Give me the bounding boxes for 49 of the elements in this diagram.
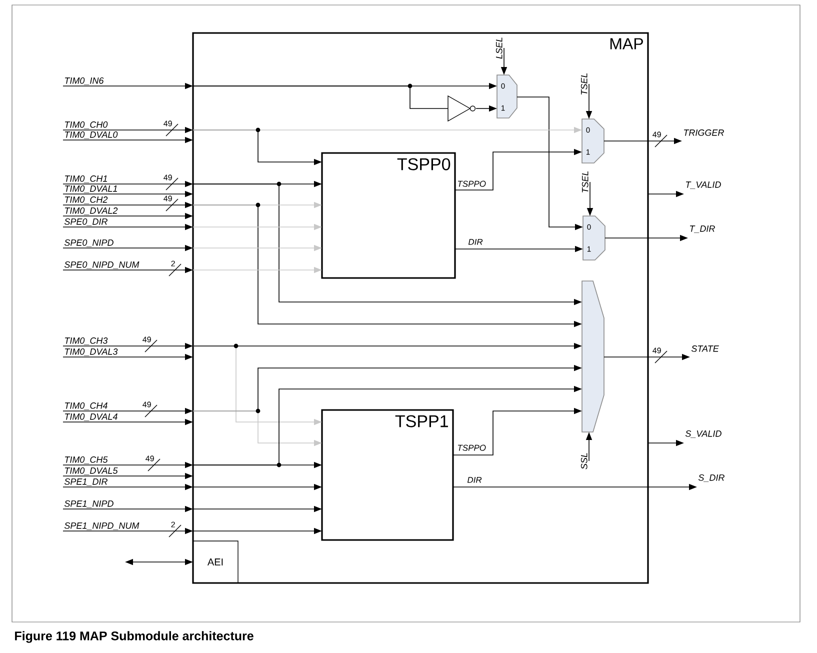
- select-label: TSEL: [582, 171, 588, 192]
- bus-width-label: 49: [652, 132, 661, 138]
- interface-box: AEI: [192, 540, 238, 584]
- signal-label: SPE1_NIPD: [64, 500, 114, 508]
- select-label: SSL: [580, 453, 588, 470]
- signal-label: SPE0_DIR: [64, 218, 108, 226]
- processing-block: TSPP0: [321, 152, 456, 279]
- bus-width-label: 49: [652, 348, 661, 354]
- signal-label: TIM0_CH2: [65, 196, 108, 204]
- edge-label: TSPPO: [456, 444, 488, 452]
- signal-label: TIM0_CH5: [65, 456, 108, 464]
- signal-label: SPE1_DIR: [64, 478, 108, 486]
- connector: [192, 86, 448, 109]
- bus-width-label: 49: [164, 120, 172, 126]
- bus-width-label: 49: [146, 456, 154, 462]
- signal-label: TIM0_CH3: [65, 337, 108, 345]
- bus-width-label: 49: [142, 402, 151, 408]
- signal-label: T_DIR: [690, 226, 715, 233]
- select-label: LSEL: [496, 38, 502, 59]
- edge-label: DIR: [467, 238, 484, 246]
- bus-width-label: 49: [164, 196, 172, 202]
- bus-width-label: 2: [171, 260, 175, 266]
- select-label: TSEL: [580, 73, 588, 94]
- edge-label: DIR: [466, 476, 483, 484]
- bus-width-label: 49: [142, 336, 151, 342]
- signal-label: TIM0_IN6: [65, 77, 104, 85]
- processing-block: TSPP1: [321, 409, 454, 541]
- bus-width-label: 2: [171, 522, 175, 528]
- figure-caption: Figure 119 MAP Submodule architecture: [15, 631, 254, 643]
- edge-label: TSPPO: [456, 180, 488, 188]
- signal-label: T_VALID: [686, 182, 721, 189]
- signal-label: SPE1_NIPD_NUM: [64, 522, 140, 530]
- signal-label: TIM0_DVAL4: [65, 413, 118, 421]
- signal-label: TRIGGER: [684, 129, 724, 136]
- bus-width-label: 49: [164, 174, 172, 180]
- signal-label: TIM0_DVAL1: [65, 185, 117, 193]
- signal-label: TIM0_DVAL3: [65, 348, 118, 356]
- signal-label: TIM0_DVAL0: [65, 131, 118, 139]
- signal-label: TIM0_CH4: [65, 402, 108, 410]
- signal-label: TIM0_CH0: [65, 121, 108, 129]
- signal-label: SPE0_NIPD: [64, 239, 114, 247]
- signal-label: TIM0_DVAL5: [65, 467, 118, 475]
- signal-label: TIM0_DVAL2: [65, 207, 118, 215]
- signal-label: S_VALID: [685, 430, 722, 438]
- signal-label: TIM0_CH1: [65, 175, 107, 183]
- multiplexer: [582, 280, 604, 432]
- signal-label: S_DIR: [698, 474, 724, 482]
- signal-label: SPE0_NIPD_NUM: [64, 261, 140, 269]
- signal-label: STATE: [691, 345, 719, 352]
